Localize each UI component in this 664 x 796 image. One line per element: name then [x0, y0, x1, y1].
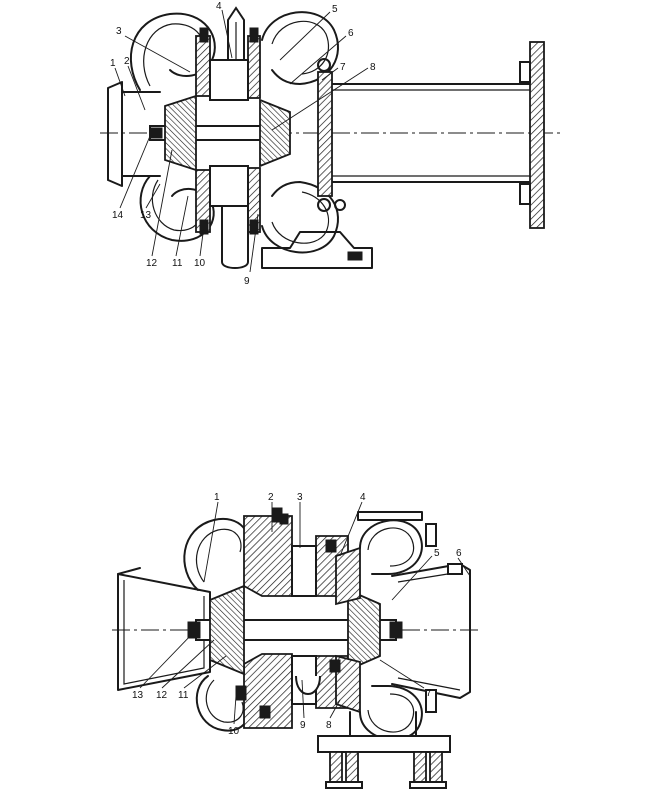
bottom-label: 4	[360, 492, 366, 503]
bottom-label: 6	[456, 548, 462, 559]
top-label: 6	[348, 28, 354, 39]
bottom-left-volute-lower	[195, 675, 250, 732]
top-label: 13	[140, 210, 152, 221]
bottom-support-legs	[325, 751, 447, 789]
top-label: 12	[146, 258, 158, 269]
top-turbine-wheel	[259, 98, 291, 168]
bottom-label: 3	[297, 492, 303, 503]
top-turbocharger-section: 1 2 3 4 5 6 7 8 9 10 11 12 13 14	[100, 1, 560, 287]
top-label: 9	[244, 276, 250, 287]
top-label: 14	[112, 210, 124, 221]
bottom-label: 11	[178, 690, 189, 701]
top-label: 7	[340, 62, 346, 73]
bottom-inlet-horn	[117, 573, 211, 691]
bottom-compressor-wheel	[209, 584, 245, 676]
top-right-volute-lower	[261, 181, 339, 254]
bottom-turbine-wheel	[347, 588, 381, 672]
top-label: 4	[216, 1, 222, 12]
top-oil-drain	[221, 205, 249, 269]
bottom-callouts	[139, 501, 471, 725]
top-exhaust-flange-outer	[529, 41, 545, 229]
bottom-left-volute-upper	[183, 517, 251, 591]
top-label: 5	[332, 4, 338, 15]
bottom-housing-upper-left	[243, 515, 293, 597]
bottom-label: 13	[132, 690, 144, 701]
top-label: 2	[124, 56, 130, 67]
top-exhaust-pipe	[319, 83, 531, 183]
bottom-bolts	[235, 507, 437, 719]
top-shaft-nut	[149, 127, 163, 139]
top-compressor-wheel	[164, 94, 197, 172]
top-housing-wall-right-upper	[247, 35, 261, 99]
bottom-right-volute-lower	[359, 685, 423, 741]
bottom-label: 2	[268, 492, 274, 503]
bottom-nozzle-ring-upper	[335, 546, 361, 606]
bottom-label: 8	[326, 720, 332, 731]
top-bolts	[199, 27, 346, 235]
top-label: 8	[370, 62, 376, 73]
top-housing-wall-left-upper	[195, 35, 211, 97]
bottom-shaft-nut-left	[187, 621, 201, 639]
bottom-right-volute-upper	[359, 519, 423, 575]
bottom-outlet-casing	[391, 563, 471, 699]
bottom-turbocharger-section: 1 2 3 4 5 6 7 8 9 10 11 12 13	[112, 492, 480, 789]
top-inlet-pipe	[107, 81, 123, 187]
top-exhaust-flange-inner	[317, 71, 333, 197]
bottom-label: 12	[156, 690, 168, 701]
top-support-foot	[261, 231, 373, 269]
bottom-shaft-nut-right	[389, 621, 403, 639]
top-label: 1	[110, 58, 116, 69]
bottom-label: 1	[214, 492, 220, 503]
bottom-label: 5	[434, 548, 440, 559]
top-right-volute-upper	[261, 11, 339, 85]
bottom-label: 7	[426, 688, 432, 699]
bottom-label: 9	[300, 720, 306, 731]
top-label: 11	[172, 258, 183, 269]
top-label: 3	[116, 26, 122, 37]
top-callouts	[114, 9, 369, 273]
bottom-label: 10	[228, 726, 240, 737]
top-label: 10	[194, 258, 206, 269]
